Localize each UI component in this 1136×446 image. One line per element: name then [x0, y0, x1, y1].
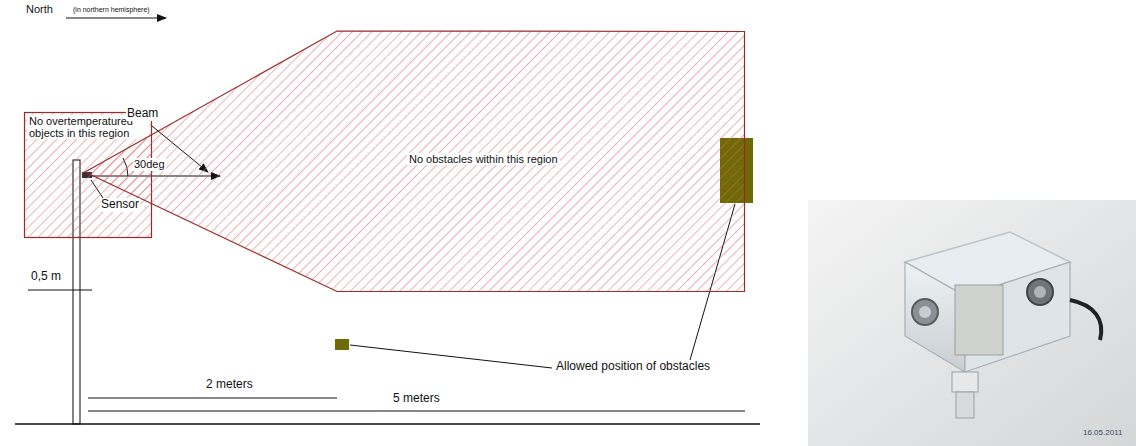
dimension-line [88, 398, 337, 399]
ground-line [15, 423, 760, 424]
dimension-line [28, 290, 92, 291]
region-shape [85, 31, 745, 292]
dimension-label: 0,5 m [30, 270, 62, 284]
dimension-line [88, 411, 745, 412]
region-note: No obstacles within this region [407, 153, 560, 165]
callout-label: Allowed position of obstacles [555, 360, 711, 374]
obstacle [335, 339, 349, 350]
angle-label: 30deg [133, 158, 166, 171]
photo-background [808, 200, 1136, 446]
beam-region: No obstacles within this region [85, 31, 745, 292]
direction-label: North [25, 3, 54, 16]
north-arrow [66, 17, 166, 18]
dimension-label: 5 meters [392, 392, 441, 406]
note-label: (in northern hemisphere) [72, 6, 151, 14]
leader-line [350, 345, 552, 368]
sensor-photo [905, 232, 1101, 418]
sensor-label: Sensor [100, 198, 140, 212]
dimension-label: 2 meters [205, 378, 254, 392]
date-stamp: 16.05.2011 [1082, 428, 1123, 437]
beam-label: Beam [126, 107, 159, 121]
